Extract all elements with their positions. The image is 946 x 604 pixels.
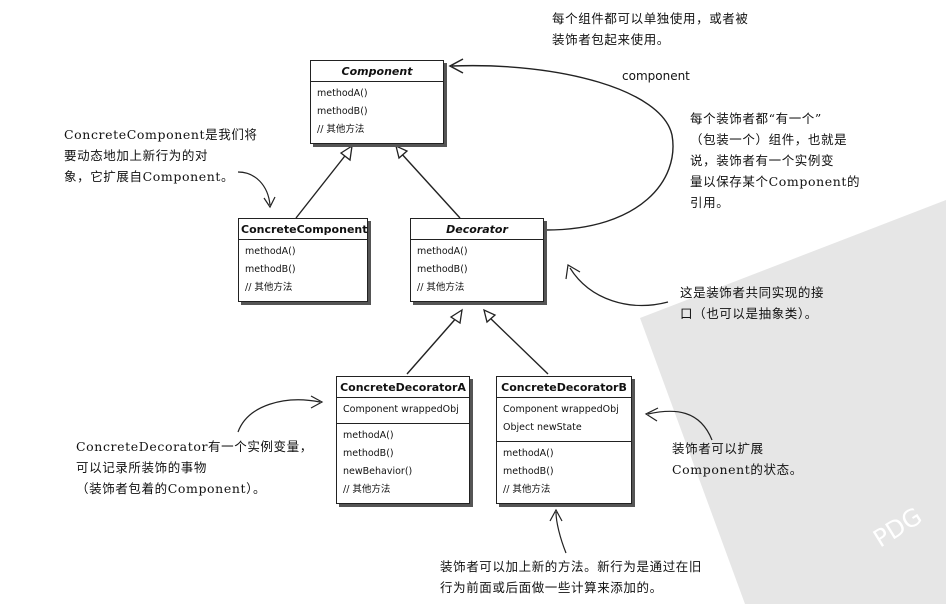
field: Object newState [503,422,582,433]
inherit-concrete-decorator-b [487,315,549,375]
note-arrow-concrete-component [237,171,271,206]
methods-section: methodA() methodB() // 其他方法 [239,240,367,301]
class-name: ConcreteDecoratorA [337,377,469,398]
field: Component wrappedObj [503,404,619,415]
note-concrete-component: ConcreteComponent是我们将 要动态地加上新行为的对 象，它扩展自… [64,127,258,184]
method: methodA() [503,448,554,459]
method: methodB() [245,264,296,275]
association-arrowhead [448,58,464,74]
class-concrete-decorator-b: ConcreteDecoratorB Component wrappedObj … [496,376,632,504]
note-concrete-decorator-a: ConcreteDecorator有一个实例变量， 可以记录所装饰的事物 （装饰… [76,439,313,496]
method: // 其他方法 [245,282,293,293]
note-arrowhead [644,407,659,422]
methods-section: methodA() methodB() // 其他方法 [311,82,443,143]
note-arrowhead [565,264,581,280]
class-concrete-decorator-a: ConcreteDecoratorA Component wrappedObj … [336,376,470,504]
watermark-seal: PDG [640,200,946,604]
note-decorator-interface: 这是装饰者共同实现的接 口（也可以是抽象类）。 [680,285,825,321]
note-top-right: 每个组件都可以单独使用，或者被 装饰者包起来使用。 [552,11,749,47]
note-arrowhead [310,395,324,409]
methods-section: methodA() methodB() newBehavior() // 其他方… [337,424,469,503]
method: // 其他方法 [503,484,551,495]
note-arrow-new-methods [555,511,567,554]
method: newBehavior() [343,466,413,477]
class-decorator: Decorator methodA() methodB() // 其他方法 [410,218,544,302]
method: methodA() [343,430,394,441]
fields-section: Component wrappedObj Object newState [497,398,631,442]
methods-section: methodA() methodB() // 其他方法 [497,442,631,503]
class-name: ConcreteDecoratorB [497,377,631,398]
association-label: component [622,69,690,83]
class-component: Component methodA() methodB() // 其他方法 [310,60,444,144]
method: methodA() [317,88,368,99]
note-arrowhead [263,196,276,209]
method: methodA() [417,246,468,257]
class-concrete-component: ConcreteComponent methodA() methodB() //… [238,218,368,302]
method: methodA() [245,246,296,257]
field: Component wrappedObj [343,404,459,415]
fields-section: Component wrappedObj [337,398,469,424]
class-name: Component [311,61,443,82]
inherit-arrowhead [483,308,497,324]
method: methodB() [503,466,554,477]
class-name: Decorator [411,219,543,240]
methods-section: methodA() methodB() // 其他方法 [411,240,543,301]
method: methodB() [343,448,394,459]
note-decorator-has-a: 每个装饰者都“有一个” （包装一个）组件，也就是 说，装饰者有一个实例变 量以保… [690,111,861,210]
note-new-methods: 装饰者可以加上新的方法。新行为是通过在旧 行为前面或后面做一些计算来添加的。 [440,559,703,595]
inherit-arrowhead [395,144,409,160]
method: methodB() [417,264,468,275]
note-arrow-decorator-interface [569,267,669,306]
method: // 其他方法 [317,124,365,135]
note-extend-state: 装饰者可以扩展 Component的状态。 [672,441,803,477]
association-curve [451,64,674,231]
method: methodB() [317,106,368,117]
note-arrow-extend-state [647,410,713,441]
note-arrow-decorator-a [237,399,321,433]
inherit-decorator [399,151,461,219]
class-name: ConcreteComponent [239,219,368,240]
method: // 其他方法 [417,282,465,293]
inherit-arrowhead [339,144,353,162]
note-arrowhead [549,508,563,522]
inherit-concrete-component [295,151,349,219]
inherit-arrowhead [449,308,463,325]
method: // 其他方法 [343,484,391,495]
inherit-concrete-decorator-a [406,315,459,375]
